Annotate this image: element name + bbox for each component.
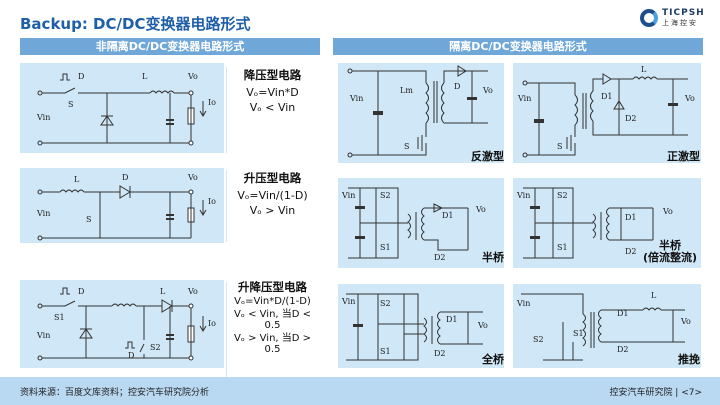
label-d1: D1	[617, 309, 629, 318]
boost-title: 升压型电路	[243, 171, 302, 185]
label-io: Io	[208, 98, 216, 107]
label-s2: S2	[150, 343, 161, 352]
label-s: S	[86, 215, 91, 224]
label-vo: Vo	[662, 207, 673, 216]
label-l: L	[651, 291, 657, 300]
label-l: L	[641, 65, 647, 74]
logo-sub: 上海控安	[662, 19, 698, 27]
label-d1: D1	[625, 213, 637, 222]
buck-boost-title: 升降压型电路	[238, 280, 307, 294]
full-bridge-label: 全桥	[482, 353, 504, 366]
label-s2: S2	[557, 191, 568, 200]
label-vo: Vo	[680, 317, 691, 326]
label-s2: S2	[533, 335, 544, 344]
page-title: Backup: DC/DC变换器电路形式	[20, 15, 251, 33]
push-pull-circuit-diagram: Vin S2 S1 D1 D2 L Vo	[513, 284, 701, 368]
label-d: D	[454, 82, 460, 91]
label-vin: Vin	[517, 94, 531, 103]
section-header-isolated: 隔离DC/DC变换器电路形式	[333, 38, 703, 55]
buck-boost-info: 升降压型电路 Vₒ=Vin*D/(1-D) Vₒ < Vin, 当D < 0.5…	[226, 280, 318, 378]
buck-circuit-diagram: D S Vin L Vo Io	[20, 63, 224, 153]
label-d2: D	[128, 351, 134, 360]
label-vin: Vin	[516, 191, 530, 200]
label-io: Io	[208, 197, 216, 206]
label-vin: Vin	[349, 94, 363, 103]
label-s1: S1	[380, 243, 391, 252]
flyback-label: 反激型	[471, 150, 504, 163]
label-vo: Vo	[684, 94, 695, 103]
label-d2: D2	[617, 345, 629, 354]
label-s2: S2	[380, 299, 391, 308]
logo-text: TICPSH	[662, 8, 705, 18]
label-s1: S1	[54, 313, 65, 322]
forward-circuit-diagram: Vin D1 D2 L Vo S	[513, 63, 701, 163]
label-s2: S2	[380, 191, 391, 200]
buck-condition: Vₒ < Vin	[249, 101, 296, 114]
buck-formula: Vₒ=Vin*D	[246, 86, 299, 99]
half-bridge-current-doubler-circuit-diagram: Vin S2 S1 D1 D2 Vo	[513, 178, 701, 268]
label-vo: Vo	[482, 86, 493, 95]
label-vin: Vin	[341, 191, 355, 200]
label-d: D	[78, 287, 84, 296]
label-l: L	[142, 72, 148, 81]
label-s1: S1	[380, 347, 391, 356]
label-s1: S1	[557, 243, 568, 252]
label-d2: D2	[625, 114, 637, 123]
label-vo: Vo	[187, 72, 198, 81]
boost-info: 升压型电路 Vₒ=Vin/(1-D) Vₒ > Vin	[226, 170, 318, 242]
label-l: L	[160, 287, 166, 296]
label-vin: Vin	[36, 113, 50, 122]
label-vo: Vo	[477, 321, 488, 330]
label-d2: D2	[625, 247, 637, 256]
label-vin: Vin	[36, 209, 50, 218]
label-d2: D2	[434, 349, 446, 358]
half-bridge-label: 半桥	[482, 251, 504, 264]
label-vin: Vin	[516, 299, 530, 308]
footer: 资料来源：百度文库资料；控安汽车研究院分析 控安汽车研究院 | <7>	[0, 377, 720, 405]
label-vo: Vo	[475, 205, 486, 214]
label-io: Io	[208, 319, 216, 328]
buck-boost-formula: Vₒ=Vin*D/(1-D)	[234, 296, 311, 307]
label-d1: D1	[446, 315, 458, 324]
buck-boost-circuit-diagram: D S1 Vin L D S2 Vo Io	[20, 280, 224, 368]
half-bridge-current-doubler-label: 半桥 (倍流整流)	[642, 239, 698, 264]
label-vo: Vo	[187, 173, 198, 182]
half-bridge-circuit-diagram: Vin S2 S1 D1 D2 Vo	[338, 178, 504, 268]
boost-formula: Vₒ=Vin/(1-D)	[237, 189, 308, 202]
label-vin: Vin	[341, 297, 355, 306]
label-d: D	[122, 173, 128, 182]
label-s: S	[68, 100, 73, 109]
boost-condition: Vₒ > Vin	[249, 204, 296, 217]
section-header-non-isolated: 非隔离DC/DC变换器电路形式	[20, 38, 320, 55]
buck-boost-condition-1: Vₒ < Vin, 当D < 0.5	[233, 309, 312, 331]
label-vo: Vo	[187, 287, 198, 296]
label-vin: Vin	[36, 331, 50, 340]
source-note: 资料来源：百度文库资料；控安汽车研究院分析	[20, 388, 210, 398]
full-bridge-circuit-diagram: Vin S2 S1 D1 D2 Vo	[338, 284, 504, 368]
push-pull-label: 推挽	[678, 353, 700, 366]
forward-label: 正激型	[667, 150, 700, 163]
label-s: S	[404, 142, 409, 151]
buck-title: 降压型电路	[243, 68, 302, 82]
label-lm: Lm	[400, 86, 413, 95]
label-s1: S1	[573, 329, 584, 338]
page-number: 控安汽车研究院 | <7>	[609, 388, 702, 398]
label-s: S	[557, 142, 562, 151]
label-d2: D2	[434, 253, 446, 262]
label-d1: D1	[601, 92, 613, 101]
buck-info: 降压型电路 Vₒ=Vin*D Vₒ < Vin	[226, 67, 318, 153]
label-d: D	[78, 72, 84, 81]
logo-icon	[640, 9, 658, 27]
label-d1: D1	[442, 211, 454, 220]
label-l: L	[74, 175, 80, 184]
buck-boost-condition-2: Vₒ > Vin, 当D > 0.5	[233, 333, 312, 355]
flyback-circuit-diagram: Vin Lm D Vo S	[338, 63, 504, 163]
boost-circuit-diagram: L D S Vin Vo Io	[20, 168, 224, 243]
